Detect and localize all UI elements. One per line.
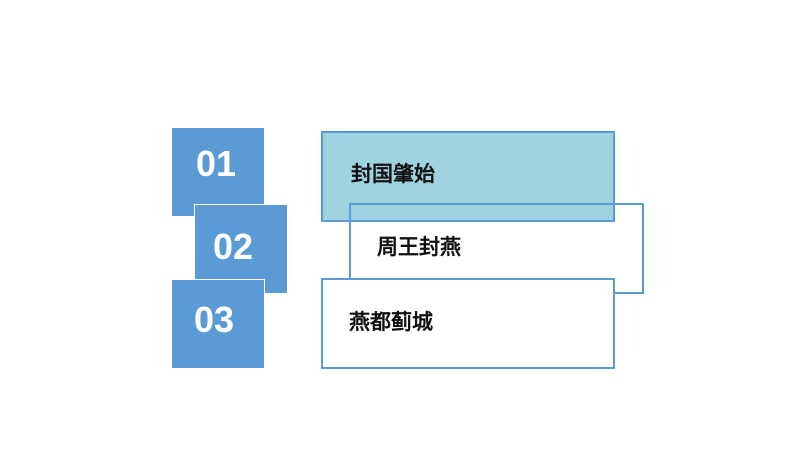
step-label-box-3: 燕都蓟城 [321,278,615,369]
step-label-2-text: 周王封燕 [377,234,461,259]
step-number-1: 01 [171,127,265,217]
step-number-2-text: 02 [213,226,254,267]
step-number-1-text: 01 [196,143,237,184]
step-label-3-text: 燕都蓟城 [349,309,433,334]
step-number-3: 03 [171,279,265,369]
step-label-box-1: 封国肇始 [321,131,615,222]
step-number-3-text: 03 [194,299,235,340]
step-label-1-text: 封国肇始 [351,161,435,186]
